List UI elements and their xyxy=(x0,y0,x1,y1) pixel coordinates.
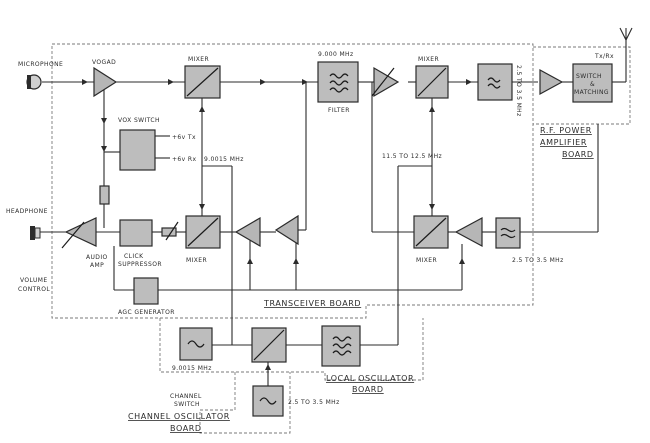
microphone-icon xyxy=(26,74,42,90)
matching-label: MATCHING xyxy=(574,89,609,96)
microphone-label: MICROPHONE xyxy=(18,61,63,68)
vogad-amplifier xyxy=(93,66,118,98)
channel-oscillator-label: CHANNEL OSCILLATOR xyxy=(128,412,230,421)
channel-switch-label: SWITCH xyxy=(174,401,200,408)
lowpass-filter xyxy=(477,63,513,101)
rf-driver-amplifier xyxy=(539,68,564,96)
headphone-label: HEADPHONE xyxy=(6,208,48,215)
agc-generator-block xyxy=(133,277,159,305)
audio-label: AUDIO xyxy=(86,254,108,261)
local-oscillator-board-outline xyxy=(159,318,424,381)
if-amplifier-2 xyxy=(274,214,299,246)
tx-mixer xyxy=(184,65,221,99)
audio-amplifier xyxy=(64,217,97,247)
tx-mixer-label: MIXER xyxy=(188,56,209,63)
crystal-filter xyxy=(317,61,359,103)
rx-frequency-label: 2.5 TO 3.5 MHz xyxy=(512,257,564,264)
volume-label: VOLUME xyxy=(20,277,48,284)
suppressor-label: SUPPRESSOR xyxy=(118,261,162,268)
amp-label: AMP xyxy=(90,262,104,269)
oscillator-frequency-label: 9.0015 MHz xyxy=(172,365,212,372)
vox-switch-label: VOX SWITCH xyxy=(118,117,160,124)
click-suppressor-block xyxy=(119,219,153,247)
rf-power-label: R.F. POWER xyxy=(540,126,592,135)
rx-product-detector-mixer xyxy=(185,215,221,249)
amplifier-label: AMPLIFIER xyxy=(540,138,587,147)
ampersand-label: & xyxy=(590,81,595,88)
click-label: CLICK xyxy=(124,253,144,260)
rf-power-amplifier-board-outline xyxy=(533,46,631,125)
if-amplifier-1 xyxy=(234,216,261,248)
local-oscillator-label: LOCAL OSCILLATOR xyxy=(326,374,414,383)
tx-second-mixer xyxy=(415,65,449,99)
rx-mixer xyxy=(413,215,449,249)
channel-oscillator-block xyxy=(252,385,284,417)
channel-frequency-label: 2.5 TO 3.5 MHz xyxy=(288,399,340,406)
lo-mixer xyxy=(251,327,287,363)
vox-resistor xyxy=(99,185,110,205)
headphone-icon xyxy=(30,226,41,240)
lo-frequency-label: 11.5 TO 12.5 MHz xyxy=(382,153,442,160)
switch-matching-block xyxy=(572,63,613,103)
rf-board-label: BOARD xyxy=(562,150,594,159)
bfo-oscillator-block xyxy=(179,327,213,361)
rx-mixer-label: MIXER xyxy=(186,257,207,264)
tx-variable-amplifier xyxy=(373,66,400,98)
rx-bandpass-filter xyxy=(495,217,521,249)
agc-generator-label: AGC GENERATOR xyxy=(118,309,175,316)
control-label: CONTROL xyxy=(18,286,50,293)
rx-rf-amplifier xyxy=(454,216,483,248)
plus-6v-rx-label: +6v Rx xyxy=(172,156,196,163)
tx-rx-label: Tx/Rx xyxy=(594,53,614,60)
local-oscillator-board-label: BOARD xyxy=(352,385,384,394)
channel-label: CHANNEL xyxy=(170,393,202,400)
switch-label: SWITCH xyxy=(576,73,602,80)
rx-second-mixer-label: MIXER xyxy=(416,257,437,264)
transceiver-board-outline xyxy=(51,43,534,319)
channel-oscillator-board-label: BOARD xyxy=(170,424,202,433)
tx-second-mixer-label: MIXER xyxy=(418,56,439,63)
tx-frequency-label: 2.5 TO 3.5 MHz xyxy=(515,65,522,117)
lo-filter xyxy=(321,325,361,367)
vox-switch-block xyxy=(119,129,156,171)
vogad-label: VOGAD xyxy=(92,59,116,66)
filter-label: FILTER xyxy=(328,107,350,114)
plus-6v-tx-label: +6v Tx xyxy=(172,134,196,141)
transceiver-board-label: TRANSCEIVER BOARD xyxy=(263,299,361,308)
channel-oscillator-board-outline xyxy=(199,372,291,434)
if-frequency-label: 9.0015 MHz xyxy=(204,156,244,163)
rx-attenuator xyxy=(161,221,179,241)
filter-frequency-label: 9.000 MHz xyxy=(318,51,354,58)
